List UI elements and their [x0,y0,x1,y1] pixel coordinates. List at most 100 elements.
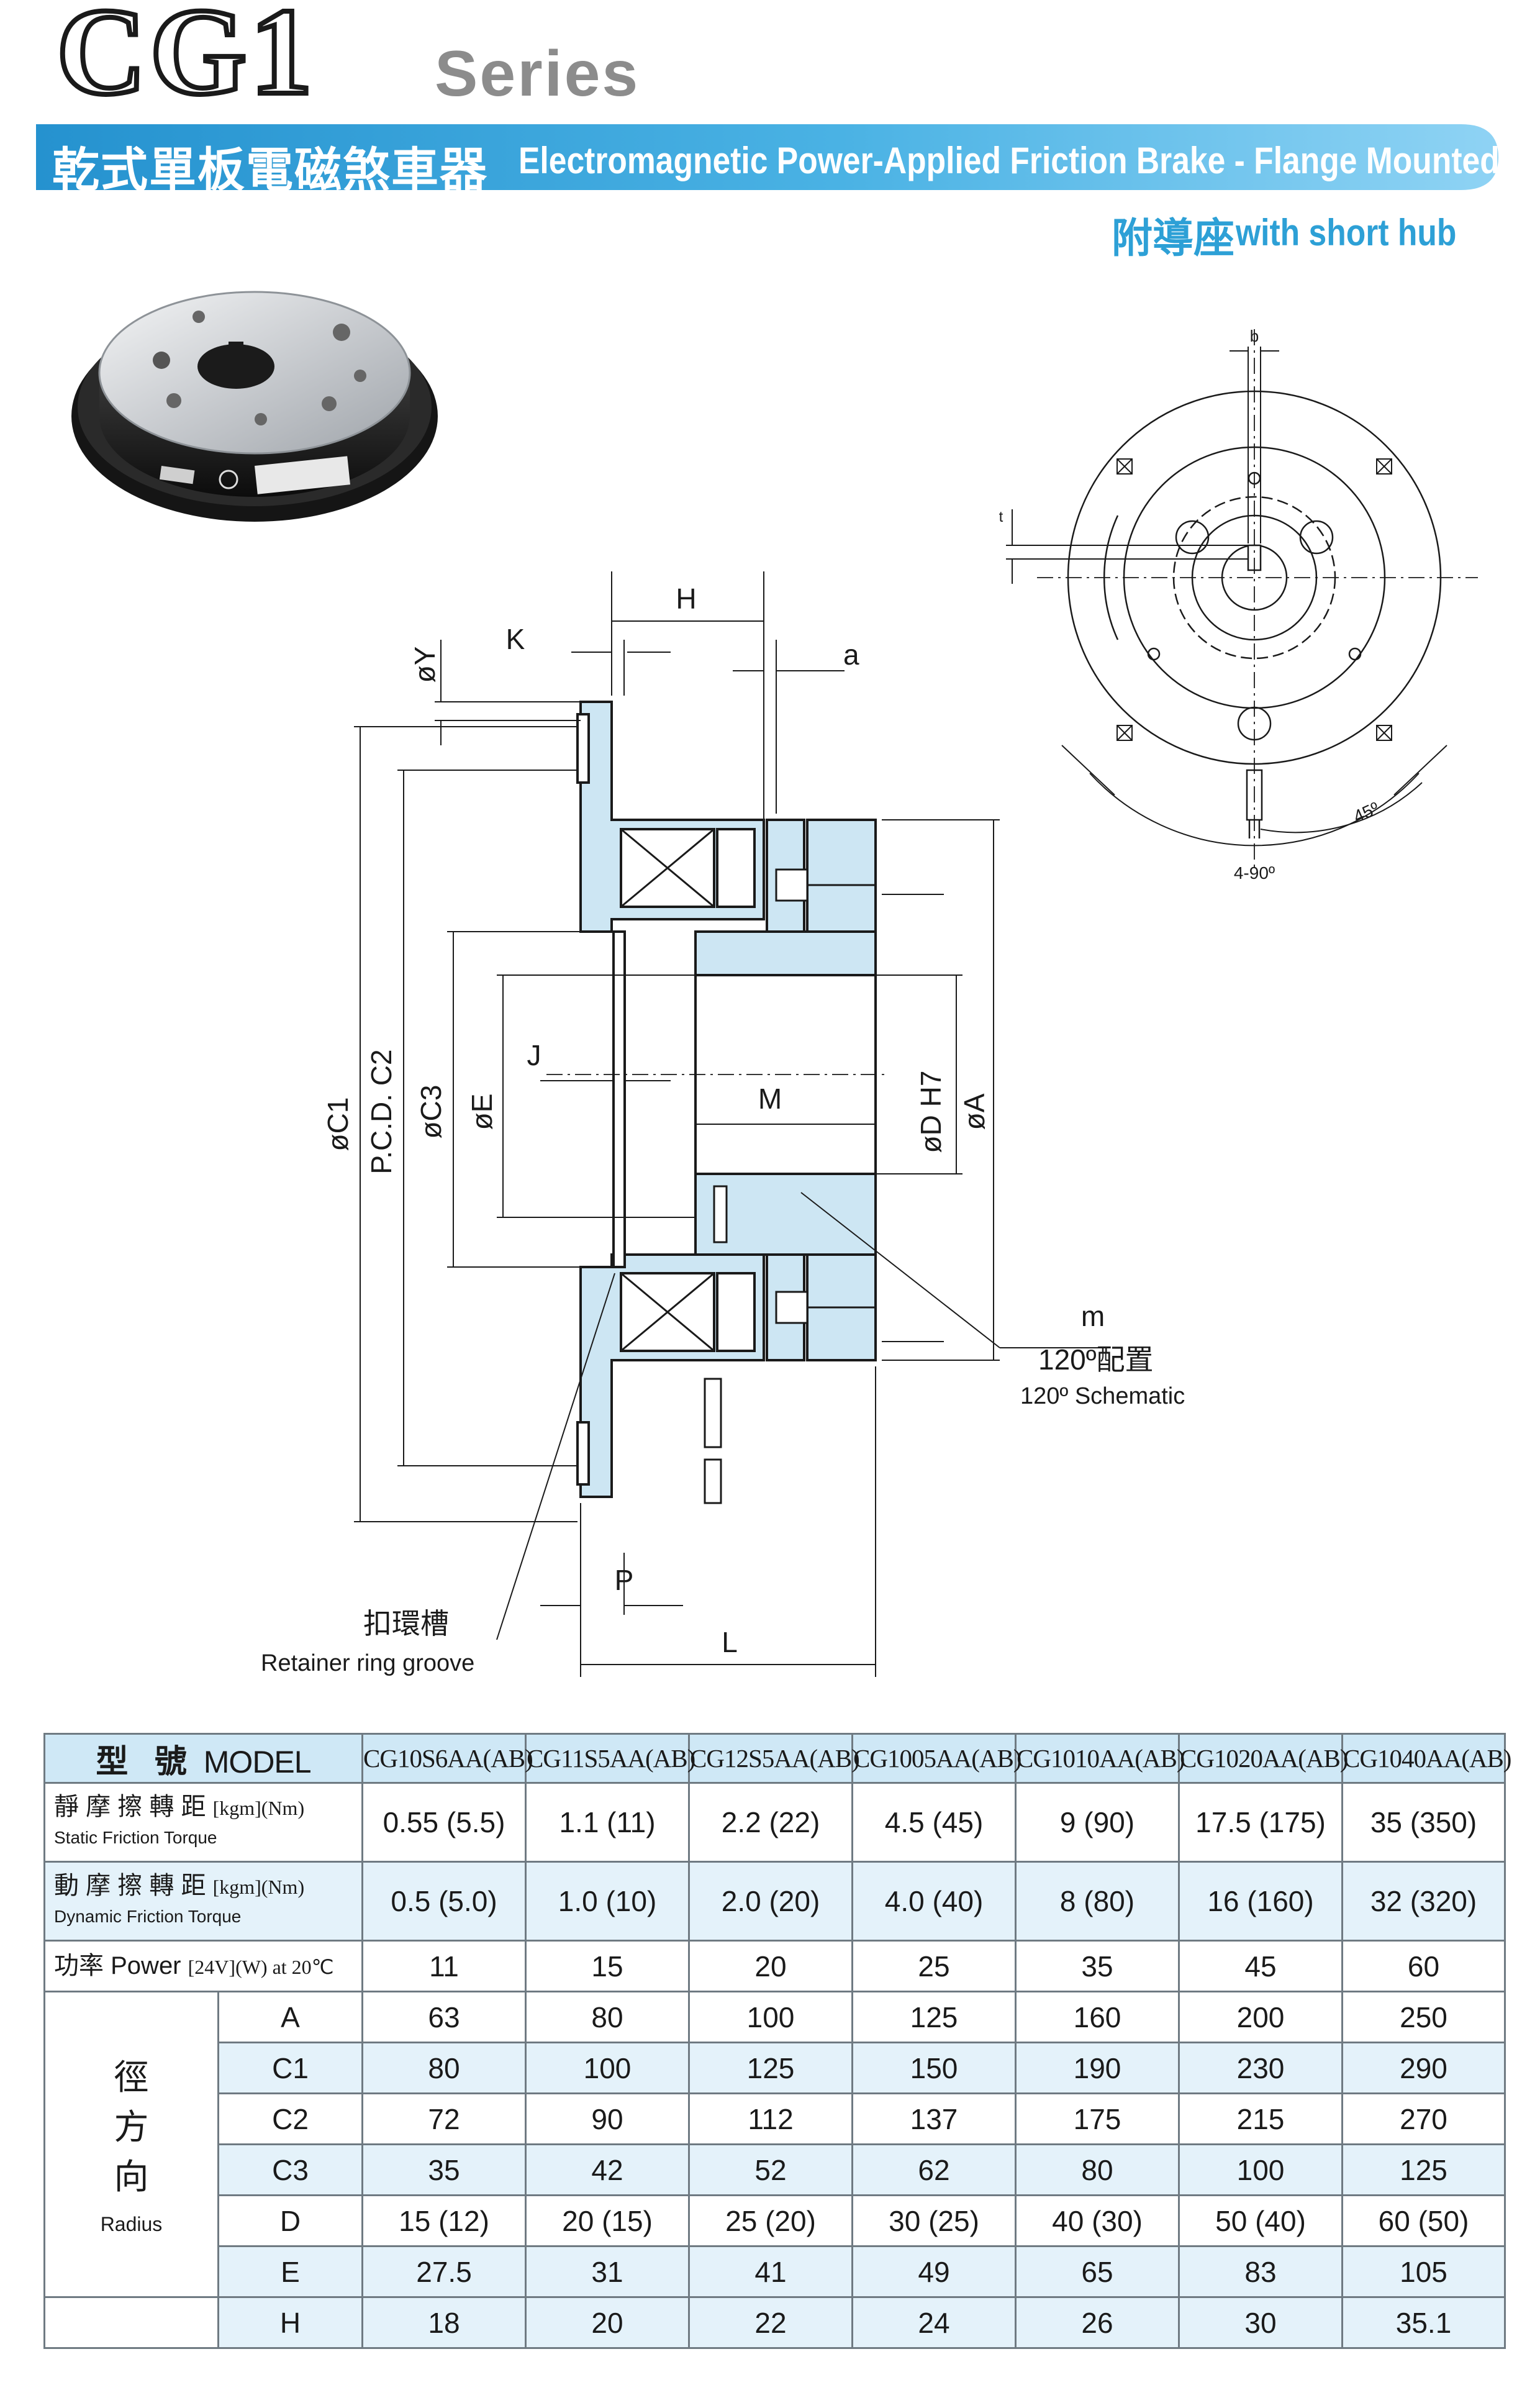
table-cell: 35 [361,2143,527,2196]
table-cell: 1.1 (11) [525,1782,691,1863]
table-cell: 150 [851,2042,1017,2094]
table-cell: 27.5 [361,2245,527,2298]
title-zh: 乾式單板電磁煞車器 [52,144,488,197]
model-cell: CG10S6AA(AB) [361,1733,533,1784]
table-cell: 112 [688,2092,854,2145]
table-cell: 0.55 (5.5) [361,1782,527,1863]
table-row: 靜 摩 擦 轉 距 [kgm](Nm)Static Friction Torqu… [43,1782,1506,1863]
label-H: H [676,583,696,615]
axial-group-label [43,2296,219,2349]
dynamic-torque-label: 動 摩 擦 轉 距 [kgm](Nm)Dynamic Friction Torq… [43,1861,364,1942]
table-cell: 2.2 (22) [688,1782,854,1863]
table-cell: 100 [688,1991,854,2043]
table-cell: 80 [361,2042,527,2094]
table-cell: 72 [361,2092,527,2145]
model-cell: CG1040AA(AB) [1341,1733,1511,1784]
table-cell: 137 [851,2092,1017,2145]
table-cell: 80 [1015,2143,1180,2196]
table-cell: 125 [1341,2143,1506,2196]
label-schematic-en: 120º Schematic [1020,1383,1185,1409]
table-cell: 41 [688,2245,854,2298]
product-photo [71,291,438,522]
table-cell: 4.0 (40) [851,1861,1017,1942]
table-cell: 125 [688,2042,854,2094]
table-cell: 30 (25) [851,2194,1017,2247]
label-m: m [1081,1300,1105,1332]
label-E: øE [466,1094,498,1130]
table-cell: 35 [1015,1940,1180,1992]
table-cell: 100 [525,2042,691,2094]
table-row: D 15 (12) 20 (15) 25 (20) 30 (25) 40 (30… [45,2194,1506,2247]
table-cell: 20 [525,2296,691,2349]
table-row: C3 35 42 52 62 80 100 125 [45,2143,1506,2196]
label-L: L [722,1626,738,1658]
table-cell: 50 (40) [1178,2194,1344,2247]
table-cell: 9 (90) [1015,1782,1180,1863]
model-cell: CG1020AA(AB) [1178,1733,1348,1784]
table-cell: 32 (320) [1341,1861,1506,1942]
front-label-4-90: 4-90º [1234,863,1275,883]
label-groove-en: Retainer ring groove [261,1650,474,1676]
dim-label: E [217,2245,364,2298]
table-cell: 100 [1178,2143,1344,2196]
table-cell: 290 [1341,2042,1506,2094]
label-P: P [615,1564,634,1596]
table-cell: 90 [525,2092,691,2145]
table-row: 動 摩 擦 轉 距 [kgm](Nm)Dynamic Friction Torq… [43,1861,1506,1942]
dim-label: H [217,2296,364,2349]
front-label-b: b [1250,327,1259,345]
label-C2: P.C.D. C2 [365,1049,397,1174]
table-row: 功率 Power [24V](W) at 20℃ 11 15 20 25 35 … [43,1940,1506,1992]
table-cell: 105 [1341,2245,1506,2298]
table-row: E 27.5 31 41 49 65 83 105 [45,2245,1506,2298]
table-cell: 63 [361,1991,527,2043]
dim-label: C1 [217,2042,364,2094]
label-D: øD H7 [915,1071,947,1153]
table-cell: 270 [1341,2092,1506,2145]
table-cell: 200 [1178,1991,1344,2043]
table-row: C1 80 100 125 150 190 230 290 [45,2042,1506,2094]
table-cell: 230 [1178,2042,1344,2094]
table-cell: 0.5 (5.0) [361,1861,527,1942]
hub-en: with short hub [1236,212,1457,253]
label-schematic-zh: 120º配置 [1038,1343,1154,1376]
table-cell: 20 (15) [525,2194,691,2247]
label-Y: øY [409,647,441,683]
front-view-drawing: b t 45º 4-90º [999,327,1478,883]
model-cell: CG11S5AA(AB) [525,1733,695,1784]
table-cell: 83 [1178,2245,1344,2298]
label-C3: øC3 [415,1085,447,1139]
model-cell: CG1005AA(AB) [851,1733,1021,1784]
label-M: M [758,1083,782,1115]
table-row: H 18 20 22 24 26 30 35.1 [43,2296,1506,2349]
table-row: C2 72 90 112 137 175 215 270 [45,2092,1506,2145]
dim-label: A [217,1991,364,2043]
series-label: Series [435,38,640,110]
title-banner [36,124,1498,190]
table-cell: 11 [361,1940,527,1992]
table-cell: 160 [1015,1991,1180,2043]
table-cell: 30 [1178,2296,1344,2349]
table-cell: 60 [1341,1940,1506,1992]
table-cell: 49 [851,2245,1017,2298]
table-cell: 15 [525,1940,691,1992]
table-cell: 26 [1015,2296,1180,2349]
table-cell: 52 [688,2143,854,2196]
label-a: a [843,638,859,671]
table-cell: 4.5 (45) [851,1782,1017,1863]
front-label-t: t [999,509,1003,525]
dim-label: C2 [217,2092,364,2145]
table-cell: 1.0 (10) [525,1861,691,1942]
table-cell: 15 (12) [361,2194,527,2247]
table-cell: 25 [851,1940,1017,1992]
model-header-cell: 型 號 MODEL [43,1733,364,1784]
table-cell: 62 [851,2143,1017,2196]
table-cell: 45 [1178,1940,1344,1992]
table-cell: 8 (80) [1015,1861,1180,1942]
power-label: 功率 Power [24V](W) at 20℃ [43,1940,364,1992]
hub-zh: 附導座 [1112,215,1234,261]
table-cell: 80 [525,1991,691,2043]
table-cell: 24 [851,2296,1017,2349]
table-cell: 190 [1015,2042,1180,2094]
